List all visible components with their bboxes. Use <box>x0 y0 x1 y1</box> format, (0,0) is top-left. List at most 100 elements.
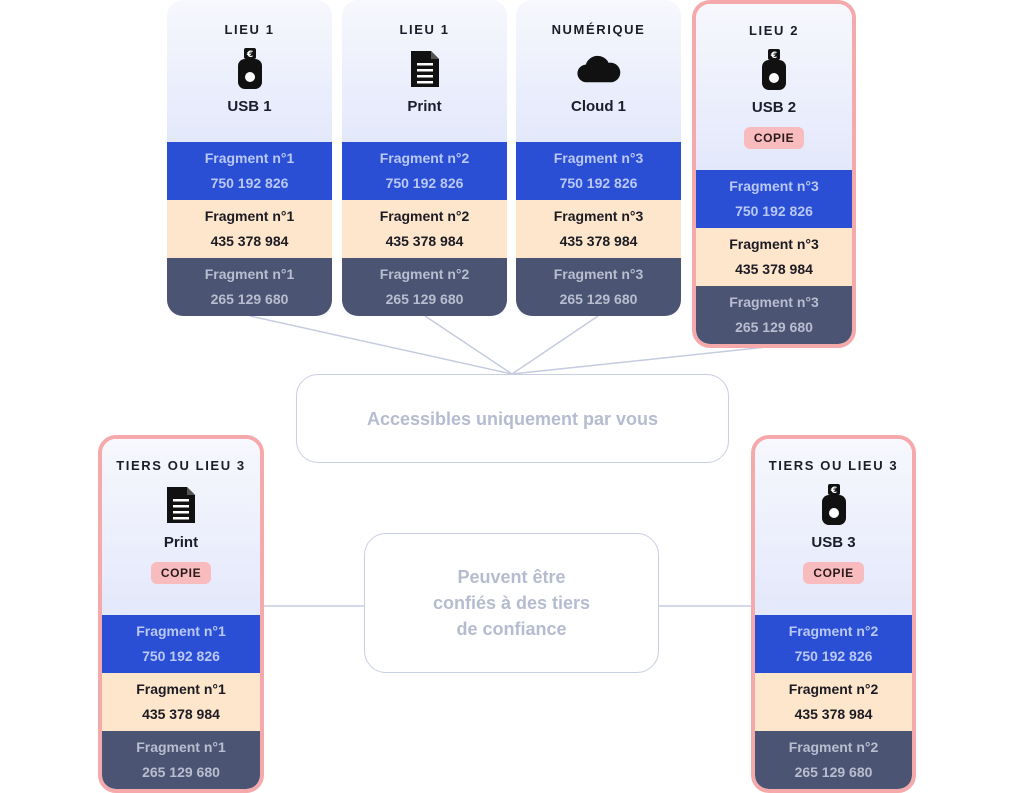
storage-card-third-party-print-copy: TIERS OU LIEU 3 Print COPIE Fragment n°1… <box>98 435 264 793</box>
card-location: TIERS OU LIEU 3 <box>116 458 246 473</box>
document-icon <box>403 47 447 91</box>
fragment-value: 750 192 826 <box>559 175 638 191</box>
fragment-value: 750 192 826 <box>210 175 289 191</box>
card-device-name: Print <box>407 98 442 115</box>
fragment-label: Fragment n°1 <box>204 150 295 166</box>
fragment-label: Fragment n°3 <box>729 236 819 252</box>
fragment-label: Fragment n°3 <box>553 208 644 224</box>
fragment-value: 265 129 680 <box>385 291 464 307</box>
fragment-label: Fragment n°2 <box>788 623 879 639</box>
connector-usb1 <box>249 315 513 375</box>
usb-key-icon: € <box>228 47 272 91</box>
usb-key-icon: € <box>752 48 796 92</box>
card-location: LIEU 2 <box>748 23 800 38</box>
fragment-row-1: Fragment n°2 750 192 826 <box>755 615 912 673</box>
fragment-label: Fragment n°3 <box>553 266 644 282</box>
storage-card-usb-2-copy: LIEU 2 € USB 2 COPIE Fragment n°3 750 19… <box>692 0 856 348</box>
fragment-value: 265 129 680 <box>735 319 813 335</box>
card-header: TIERS OU LIEU 3 Print COPIE <box>102 439 260 615</box>
fragment-value: 265 129 680 <box>142 764 220 780</box>
fragment-row-1: Fragment n°1 750 192 826 <box>102 615 260 673</box>
fragment-label: Fragment n°2 <box>788 739 879 755</box>
fragment-label: Fragment n°2 <box>379 266 470 282</box>
fragment-row-1: Fragment n°3 750 192 826 <box>696 170 852 228</box>
fragment-row-2: Fragment n°3 435 378 984 <box>516 200 681 258</box>
svg-text:€: € <box>245 50 252 60</box>
fragment-label: Fragment n°3 <box>729 294 819 310</box>
fragment-label: Fragment n°1 <box>136 623 226 639</box>
fragment-value: 750 192 826 <box>735 203 813 219</box>
copy-badge: COPIE <box>743 127 805 149</box>
fragment-label: Fragment n°2 <box>379 208 470 224</box>
trusted-third-party-bubble: Peuvent être confiés à des tiers de conf… <box>364 533 659 673</box>
card-device-name: USB 1 <box>227 98 272 115</box>
connector-cloud1 <box>511 315 599 375</box>
fragment-row-1: Fragment n°2 750 192 826 <box>342 142 507 200</box>
fragment-row-1: Fragment n°1 750 192 826 <box>167 142 332 200</box>
fragment-row-3: Fragment n°1 265 129 680 <box>102 731 260 789</box>
fragment-value: 750 192 826 <box>385 175 464 191</box>
fragment-value: 435 378 984 <box>385 233 464 249</box>
trusted-text-line-2: confiés à des tiers <box>432 593 591 613</box>
usb-key-icon: € <box>812 483 856 527</box>
trusted-text-line-1: Peuvent être <box>457 567 566 587</box>
fragment-row-3: Fragment n°2 265 129 680 <box>755 731 912 789</box>
fragment-value: 265 129 680 <box>794 764 873 780</box>
card-location: LIEU 1 <box>224 22 275 37</box>
card-device-name: USB 2 <box>751 99 797 116</box>
card-location: LIEU 1 <box>399 22 450 37</box>
card-device-name: Cloud 1 <box>571 98 626 115</box>
fragment-row-2: Fragment n°3 435 378 984 <box>696 228 852 286</box>
card-device-name: USB 3 <box>811 534 856 551</box>
fragment-row-2: Fragment n°2 435 378 984 <box>755 673 912 731</box>
fragment-label: Fragment n°3 <box>729 178 819 194</box>
card-header: LIEU 2 € USB 2 COPIE <box>696 4 852 170</box>
fragment-label: Fragment n°1 <box>204 208 295 224</box>
fragment-value: 265 129 680 <box>559 291 638 307</box>
card-header: LIEU 1 € USB 1 <box>167 0 332 142</box>
fragment-value: 435 378 984 <box>735 261 813 277</box>
fragment-value: 435 378 984 <box>210 233 289 249</box>
connector-print1 <box>424 315 513 375</box>
private-access-bubble: Accessibles uniquement par vous <box>296 374 729 463</box>
fragment-row-3: Fragment n°1 265 129 680 <box>167 258 332 316</box>
card-location: TIERS OU LIEU 3 <box>768 458 899 473</box>
document-icon <box>159 483 203 527</box>
fragment-label: Fragment n°3 <box>553 150 644 166</box>
cloud-icon <box>576 47 621 91</box>
fragment-label: Fragment n°1 <box>136 739 226 755</box>
svg-text:€: € <box>770 51 777 61</box>
fragment-row-3: Fragment n°2 265 129 680 <box>342 258 507 316</box>
fragment-label: Fragment n°1 <box>136 681 226 697</box>
fragment-label: Fragment n°2 <box>379 150 470 166</box>
trusted-third-party-text: Peuvent être confiés à des tiers de conf… <box>433 564 590 642</box>
card-header: LIEU 1 Print <box>342 0 507 142</box>
fragment-value: 265 129 680 <box>210 291 289 307</box>
trusted-text-line-3: de confiance <box>456 619 567 639</box>
storage-card-print-1: LIEU 1 Print Fragment n°2 750 192 826 Fr… <box>342 0 507 316</box>
fragment-label: Fragment n°1 <box>204 266 295 282</box>
card-location: NUMÉRIQUE <box>551 22 646 37</box>
private-access-text: Accessibles uniquement par vous <box>366 408 659 429</box>
fragment-row-2: Fragment n°1 435 378 984 <box>102 673 260 731</box>
storage-card-usb-1: LIEU 1 € USB 1 Fragment n°1 750 192 826 … <box>167 0 332 316</box>
fragment-row-1: Fragment n°3 750 192 826 <box>516 142 681 200</box>
fragment-row-3: Fragment n°3 265 129 680 <box>696 286 852 344</box>
fragment-row-3: Fragment n°3 265 129 680 <box>516 258 681 316</box>
fragment-value: 435 378 984 <box>559 233 638 249</box>
card-header: NUMÉRIQUE Cloud 1 <box>516 0 681 142</box>
card-device-name: Print <box>163 534 199 551</box>
copy-badge: COPIE <box>150 562 212 584</box>
connector-usb2 <box>511 345 777 375</box>
fragment-value: 435 378 984 <box>794 706 873 722</box>
storage-card-cloud-1: NUMÉRIQUE Cloud 1 Fragment n°3 750 192 8… <box>516 0 681 316</box>
fragment-value: 750 192 826 <box>142 648 220 664</box>
svg-text:€: € <box>829 486 836 496</box>
fragment-row-2: Fragment n°1 435 378 984 <box>167 200 332 258</box>
fragment-value: 750 192 826 <box>794 648 873 664</box>
fragment-value: 435 378 984 <box>142 706 220 722</box>
fragment-label: Fragment n°2 <box>788 681 879 697</box>
fragment-row-2: Fragment n°2 435 378 984 <box>342 200 507 258</box>
copy-badge: COPIE <box>803 562 864 584</box>
